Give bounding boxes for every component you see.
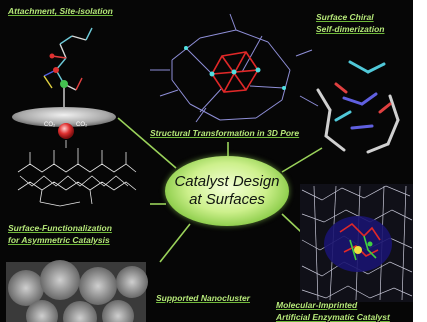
label-imprinted-line1: Molecular-Imprinted [276, 300, 358, 310]
imprinted-network-illustration [300, 184, 413, 302]
connector-lines [117, 117, 323, 263]
label-chiral-line1: Surface Chiral [316, 12, 374, 22]
nanocluster-sem-image [6, 260, 148, 322]
co2-label-b: CO₂ [76, 122, 88, 128]
label-transformation: Structural Transformation in 3D Pore [150, 128, 300, 138]
attachment-illustration [12, 27, 116, 127]
label-nanocluster: Supported Nanocluster [156, 293, 250, 303]
center-title-line1: Catalyst Design [174, 173, 280, 190]
center-title: Catalyst Design at Surfaces [165, 173, 289, 209]
label-chiral-line2: Self-dimerization [316, 24, 385, 34]
pore-framework-illustration [150, 13, 319, 123]
label-imprinted-line2: Artificial Enzymatic Catalyst [276, 312, 390, 322]
figure-canvas: CO₂ CO₂ Attachment, Site-isolation Surfa… [0, 0, 413, 322]
label-functionalization-line1: Surface-Functionalization [8, 223, 112, 233]
co2-label-a: CO₂ [44, 122, 56, 128]
label-attachment: Attachment, Site-isolation [8, 6, 113, 16]
metal-center-icon [58, 123, 74, 139]
center-title-line2: at Surfaces [189, 191, 265, 208]
center-ellipse [165, 156, 289, 226]
label-functionalization-line2: for Asymmetric Catalysis [8, 235, 110, 245]
figure-illustrations [6, 13, 413, 322]
functionalization-illustration [17, 140, 137, 207]
chiral-dimer-illustration [316, 60, 400, 154]
